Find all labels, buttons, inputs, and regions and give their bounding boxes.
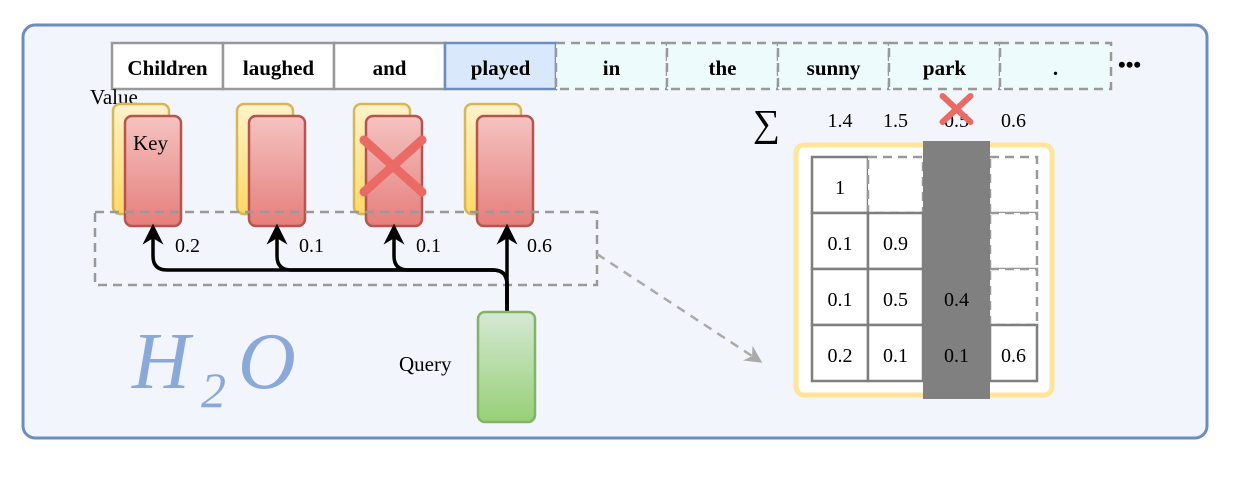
matrix-cell xyxy=(810,155,870,215)
token-box xyxy=(443,41,558,91)
key-block xyxy=(247,114,307,228)
matrix-value: 0.5 xyxy=(883,289,908,311)
attention-weights: 0.2 0.1 0.1 0.6 xyxy=(175,235,552,257)
matrix-cell xyxy=(866,211,925,271)
token-box xyxy=(110,41,225,91)
token-text: park xyxy=(923,56,967,80)
query-label: Query xyxy=(399,352,452,376)
attention-dashed-box xyxy=(93,210,599,287)
token-text: the xyxy=(709,56,737,80)
column-sum: 1.4 xyxy=(828,110,853,132)
column-sum: 1.5 xyxy=(883,110,908,132)
matrix-value: 0.1 xyxy=(828,289,853,311)
evicted-column-shade xyxy=(923,141,990,399)
ellipsis-more-tokens: ••• xyxy=(1118,52,1141,77)
matrix-cell xyxy=(988,211,1039,271)
query-block xyxy=(476,310,537,424)
attention-weight: 0.6 xyxy=(527,235,552,257)
svg-text:H: H xyxy=(131,318,194,406)
token-text: Children xyxy=(127,56,207,80)
kv-cache: Key xyxy=(111,102,535,228)
token-box xyxy=(332,41,447,91)
token-text: sunny xyxy=(807,56,861,80)
column-sum: 0.6 xyxy=(1001,110,1026,132)
token-text: . xyxy=(1053,56,1058,80)
svg-text:2: 2 xyxy=(201,362,226,418)
matrix-cell xyxy=(810,211,870,271)
query-to-key-arrows xyxy=(142,223,518,312)
matrix-value: 0.1 xyxy=(944,345,969,367)
token-box xyxy=(776,41,891,91)
matrix-cell xyxy=(810,323,870,383)
matrix-cell xyxy=(988,155,1039,215)
token-text: laughed xyxy=(243,56,315,80)
key-label: Key xyxy=(133,131,168,155)
key-block xyxy=(475,114,535,228)
matrix-cell xyxy=(988,267,1039,327)
matrix-cell xyxy=(866,155,925,215)
matrix-value: 1 xyxy=(835,177,845,199)
token-text: played xyxy=(471,56,531,80)
matrix-value: 0.1 xyxy=(828,233,853,255)
matrix-cell xyxy=(988,323,1039,383)
matrix-value: 0.9 xyxy=(883,233,908,255)
evict-cross-icon xyxy=(359,135,427,197)
attention-weight: 0.2 xyxy=(175,235,200,257)
svg-text:O: O xyxy=(238,318,296,406)
token-box xyxy=(665,41,780,91)
token-text: in xyxy=(603,56,621,80)
token-box xyxy=(887,41,1002,91)
matrix-value: 0.6 xyxy=(1001,345,1026,367)
matrix-cell xyxy=(866,323,925,383)
matrix-value: 0.2 xyxy=(828,345,853,367)
attention-weight: 0.1 xyxy=(299,235,324,257)
token-box xyxy=(998,41,1113,91)
evict-cross-icon xyxy=(939,93,974,125)
attention-matrix: 1 0.1 0.9 0.1 0.5 0.4 0.2 0.1 0.1 0.6 xyxy=(810,141,1039,399)
matrix-value: 0.4 xyxy=(944,289,969,311)
h2o-logo: H 2 O xyxy=(131,318,296,418)
token-box xyxy=(221,41,336,91)
token-box xyxy=(554,41,669,91)
sum-symbol: ∑ xyxy=(753,103,780,145)
token-text: and xyxy=(373,56,407,80)
attention-weight: 0.1 xyxy=(416,235,441,257)
matrix-value: 0.1 xyxy=(883,345,908,367)
token-sequence: Children laughed and played in the sunny park. xyxy=(110,41,1113,91)
